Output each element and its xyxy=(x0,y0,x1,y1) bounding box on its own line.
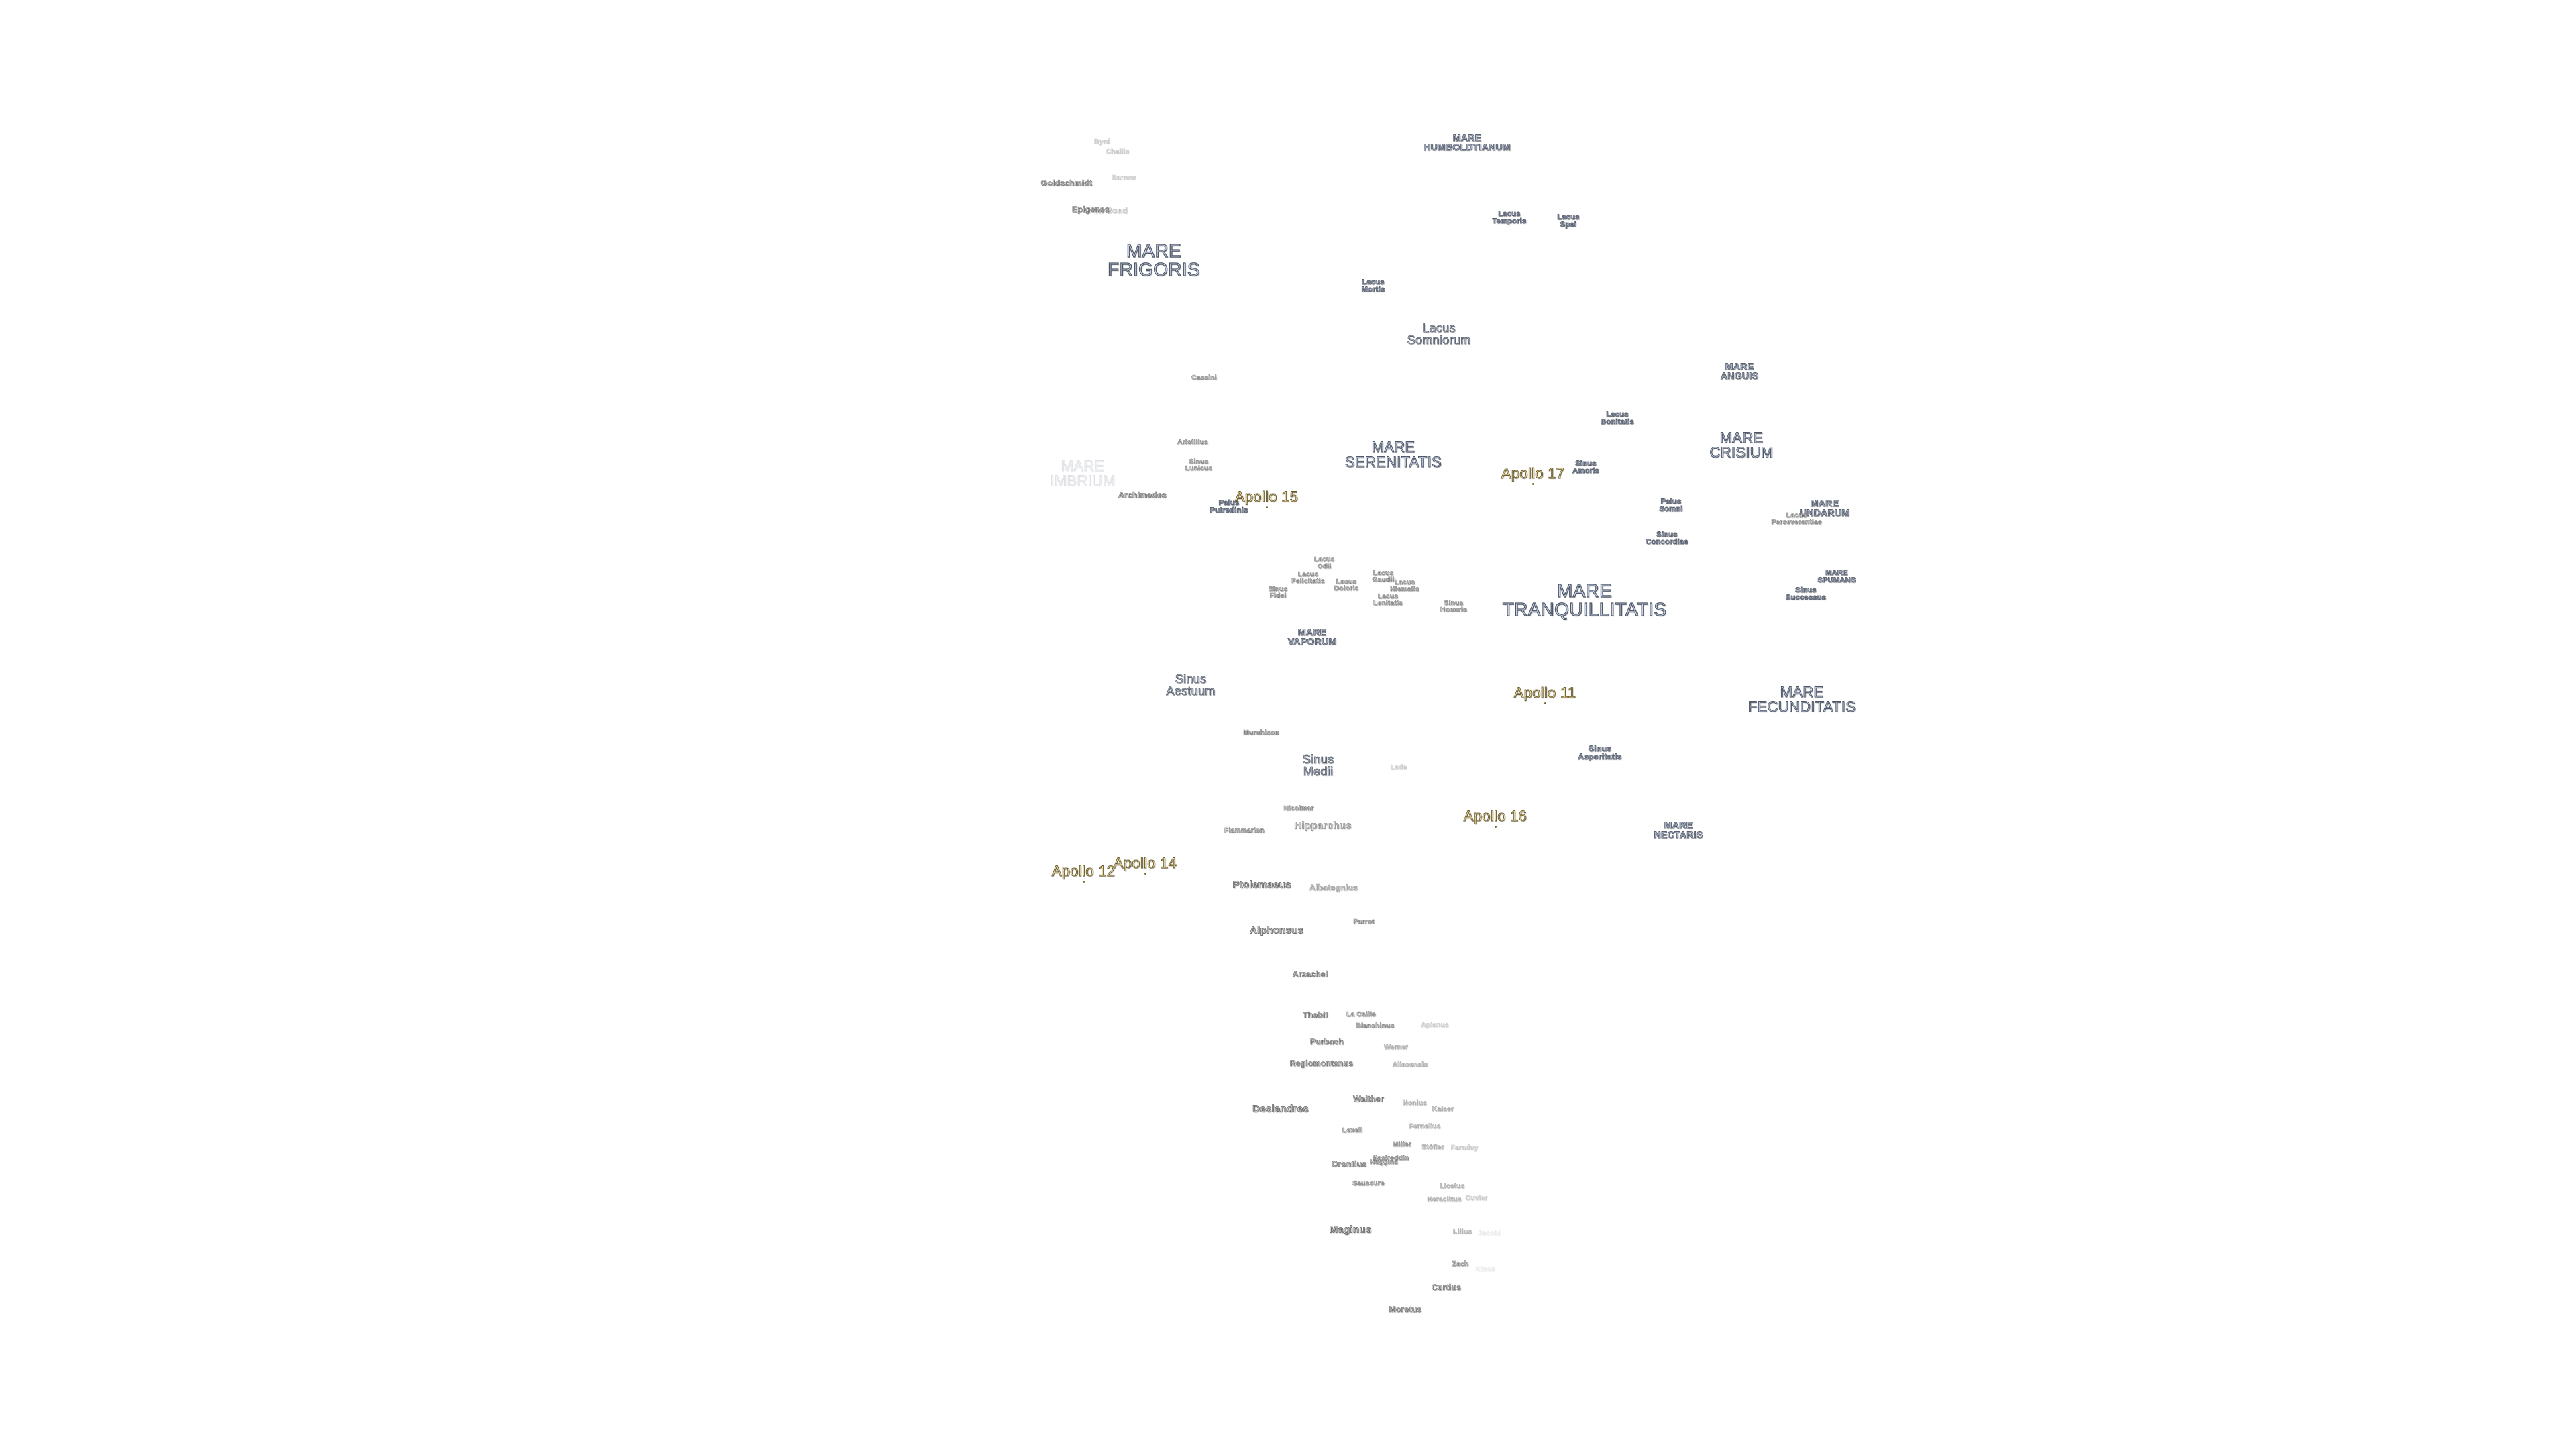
mare-serenitatis-label: MARE SERENITATIS xyxy=(1344,439,1442,470)
crater-archimedes-label: Archimedes xyxy=(1118,490,1167,500)
crater-kinau-label: Kinau xyxy=(1475,1266,1495,1273)
mare-humboldtianum-label: MARE HUMBOLDTIANUM xyxy=(1424,132,1511,152)
lacus-perseverantiae-label: Lacus Perseverantiae xyxy=(1771,512,1822,526)
apollo-15-label: Apollo 15 xyxy=(1234,488,1299,505)
crater-maginus-label: Maginus xyxy=(1329,1224,1372,1236)
crater-blanchinus-label: Blanchinus xyxy=(1356,1022,1395,1030)
apollo-15-marker-icon xyxy=(1266,506,1268,508)
crater-miller-label: Miller xyxy=(1393,1141,1411,1148)
lacus-odii-label: Lacus Odii xyxy=(1313,556,1335,570)
crater-lade-label: Lade xyxy=(1390,764,1407,771)
apollo-17-label: Apollo 17 xyxy=(1501,465,1565,482)
crater-la-caille-label: La Caille xyxy=(1346,1011,1376,1018)
crater-cuvier-label: Cuvier xyxy=(1465,1195,1488,1202)
apollo-14-label: Apollo 14 xyxy=(1113,855,1177,871)
crater-epigenes-label: Epigenes xyxy=(1072,205,1110,214)
crater-thebit-label: Thebit xyxy=(1303,1010,1328,1020)
mare-nectaris-label: MARE NECTARIS xyxy=(1654,820,1703,840)
palus-putredinis-label: Palus Putredinis xyxy=(1210,499,1248,515)
crater-purbach-label: Purbach xyxy=(1309,1037,1344,1046)
sinus-asperitatis-label: Sinus Asperitatis xyxy=(1578,744,1622,761)
crater-nonius-label: Nonius xyxy=(1403,1099,1427,1107)
palus-somni-label: Palus Somni xyxy=(1659,498,1683,513)
crater-nicolmar-label: Nicolmar xyxy=(1283,805,1314,812)
mare-fecunditatis-label: MARE FECUNDITATIS xyxy=(1748,684,1856,715)
lacus-hiemalis-label: Lacus Hiemalis xyxy=(1390,579,1419,593)
crater-curtius-label: Curtius xyxy=(1431,1283,1462,1292)
apollo-11-label: Apollo 11 xyxy=(1513,684,1576,701)
sinus-aestuum-label: Sinus Aestuum xyxy=(1166,672,1216,698)
apollo-12-marker-icon xyxy=(1083,881,1085,883)
crater-alphonsus-label: Alphonsus xyxy=(1249,924,1304,936)
apollo-17-marker-icon xyxy=(1532,483,1534,485)
crater-albategnius-label: Albategnius xyxy=(1309,883,1358,892)
lacus-gaudii-label: Lacus Gaudii xyxy=(1372,570,1395,584)
crater-moretus-label: Moretus xyxy=(1389,1305,1422,1314)
mare-undarum-label: MARE UNDARUM xyxy=(1799,498,1850,518)
lacus-doloris-label: Lacus Doloris xyxy=(1334,578,1359,592)
sinus-successus-label: Sinus Successus xyxy=(1785,586,1827,602)
mare-tranquillitatis-label: MARE TRANQUILLITATIS xyxy=(1502,580,1667,620)
lacus-lenitatis-label: Lacus Lenitatis xyxy=(1373,593,1403,607)
lacus-felicitatis-label: Lacus Felicitatis xyxy=(1291,571,1325,585)
crater-fernelius-label: Fernelius xyxy=(1409,1123,1441,1130)
crater-parrot-label: Parrot xyxy=(1353,918,1375,926)
apollo-12-label: Apollo 12 xyxy=(1051,863,1116,879)
crater-regiomontanus-label: Regiomontanus xyxy=(1289,1059,1354,1068)
crater-barrow-label: Barrow xyxy=(1111,174,1136,182)
mare-imbrium-label: MARE IMBRIUM xyxy=(1050,458,1116,489)
sinus-honoris-label: Sinus Honoris xyxy=(1440,600,1467,614)
crater-stofler-label: Stöfler xyxy=(1421,1144,1444,1151)
lacus-mortis-label: Lacus Mortis xyxy=(1361,278,1385,294)
crater-deslandres-label: Deslandres xyxy=(1252,1103,1309,1115)
sinus-fidei-label: Sinus Fidei xyxy=(1268,586,1288,600)
lacus-bonitatis-label: Lacus Bonitatis xyxy=(1601,411,1634,426)
crater-lilius-label: Lilius xyxy=(1453,1228,1472,1236)
sinus-medii-label: Sinus Medii xyxy=(1302,753,1334,778)
crater-cassini-label: Cassini xyxy=(1191,374,1217,382)
sinus-amoris-label: Sinus Amoris xyxy=(1572,460,1599,475)
crater-kaiser-label: Kaiser xyxy=(1432,1106,1454,1113)
crater-jacobi-label: Jacobi xyxy=(1478,1230,1501,1237)
crater-challis-label: Challis xyxy=(1106,148,1130,156)
lacus-spei-label: Lacus Spei xyxy=(1557,213,1580,229)
crater-apianus-label: Apianus xyxy=(1421,1022,1449,1029)
crater-w-bond-label: W. Bond xyxy=(1093,206,1128,215)
lacus-somniorum-label: Lacus Somniorum xyxy=(1407,321,1471,347)
apollo-11-marker-icon xyxy=(1544,702,1546,704)
lacus-temporis-label: Lacus Temporis xyxy=(1492,210,1527,225)
sinus-lunicus-label: Sinus Lunicus xyxy=(1185,458,1213,472)
crater-nasireddin-label: Nasireddin xyxy=(1372,1155,1409,1162)
apollo-16-label: Apollo 16 xyxy=(1463,808,1527,824)
crater-aliacensis-label: Aliacensis xyxy=(1392,1061,1428,1069)
crater-arzachel-label: Arzachel xyxy=(1292,969,1328,979)
crater-huggins-label: Huggins xyxy=(1369,1159,1399,1166)
sinus-concordiae-label: Sinus Concordiae xyxy=(1646,531,1688,546)
crater-zach-label: Zach xyxy=(1452,1260,1469,1268)
crater-ptolemaeus-label: Ptolemaeus xyxy=(1232,879,1291,891)
crater-hipparchus-label: Hipparchus xyxy=(1294,820,1352,832)
crater-byrd-label: Byrd xyxy=(1094,138,1110,146)
mare-frigoris-label: MARE FRIGORIS xyxy=(1108,240,1201,280)
crater-werner-label: Werner xyxy=(1383,1044,1409,1051)
crater-saussure-label: Saussure xyxy=(1352,1180,1385,1187)
crater-aristillus-label: Aristillus xyxy=(1177,439,1208,446)
crater-licetus-label: Licetus xyxy=(1440,1183,1465,1190)
apollo-16-marker-icon xyxy=(1495,826,1497,828)
apollo-14-marker-icon xyxy=(1144,873,1146,875)
crater-flammarion-label: Flammarion xyxy=(1224,827,1265,835)
crater-orontius-label: Orontius xyxy=(1331,1159,1367,1169)
crater-lexell-label: Lexell xyxy=(1342,1127,1363,1134)
mare-vaporum-label: MARE VAPORUM xyxy=(1287,627,1337,647)
crater-murchison-label: Murchison xyxy=(1243,729,1279,737)
crater-faraday-label: Faraday xyxy=(1450,1144,1479,1152)
crater-goldschmidt-label: Goldschmidt xyxy=(1040,178,1093,188)
crater-heraclitus-label: Heraclitus xyxy=(1427,1196,1462,1203)
crater-walther-label: Walther xyxy=(1353,1094,1384,1104)
mare-anguis-label: MARE ANGUIS xyxy=(1720,361,1759,381)
mare-spumans-label: MARE SPUMANS xyxy=(1817,569,1856,584)
mare-crisium-label: MARE CRISIUM xyxy=(1709,429,1774,461)
